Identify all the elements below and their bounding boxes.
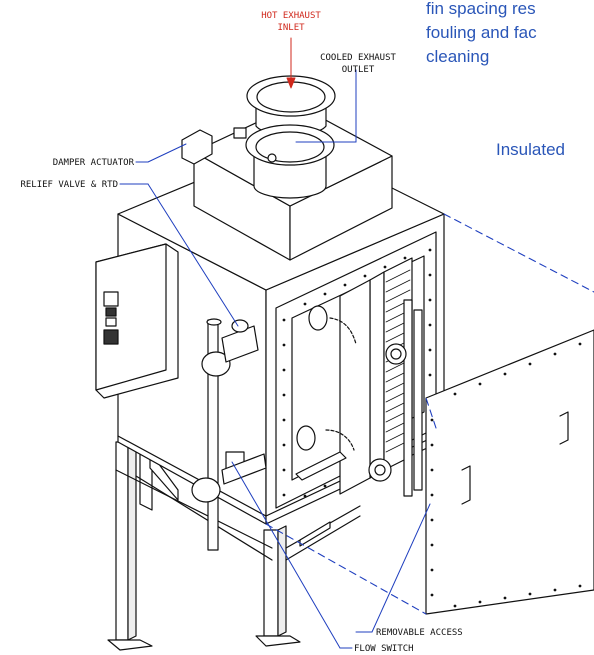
callout-insulated: Insulated bbox=[496, 140, 565, 159]
label-flow-switch: FLOW SWITCH bbox=[354, 644, 414, 654]
fin-coil-pack bbox=[295, 257, 423, 497]
label-removable-access: REMOVABLE ACCESS bbox=[376, 628, 463, 638]
control-panel bbox=[95, 243, 179, 399]
label-cooled-exhaust-2: OUTLET bbox=[342, 65, 375, 75]
projection-lines bbox=[265, 213, 594, 615]
removable-access-panel bbox=[425, 329, 594, 615]
inlet-arrow bbox=[286, 37, 296, 89]
callout-line-1: fin spacing res bbox=[426, 0, 536, 18]
exhaust-pipes bbox=[245, 75, 336, 199]
label-damper-actuator: DAMPER ACTUATOR bbox=[53, 158, 135, 168]
callout-line-3: cleaning bbox=[426, 47, 490, 66]
leader-lines bbox=[119, 69, 431, 649]
access-panel-bolts bbox=[430, 342, 582, 608]
side-piping bbox=[191, 318, 267, 551]
label-hot-exhaust-2: INLET bbox=[277, 23, 305, 33]
label-hot-exhaust-1: HOT EXHAUST bbox=[261, 11, 321, 21]
label-cooled-exhaust-1: COOLED EXHAUST bbox=[320, 53, 396, 63]
label-relief-valve-rtd: RELIEF VALVE & RTD bbox=[20, 180, 118, 190]
inner-nozzles bbox=[296, 305, 407, 482]
callout-line-2: fouling and fac bbox=[426, 23, 537, 42]
